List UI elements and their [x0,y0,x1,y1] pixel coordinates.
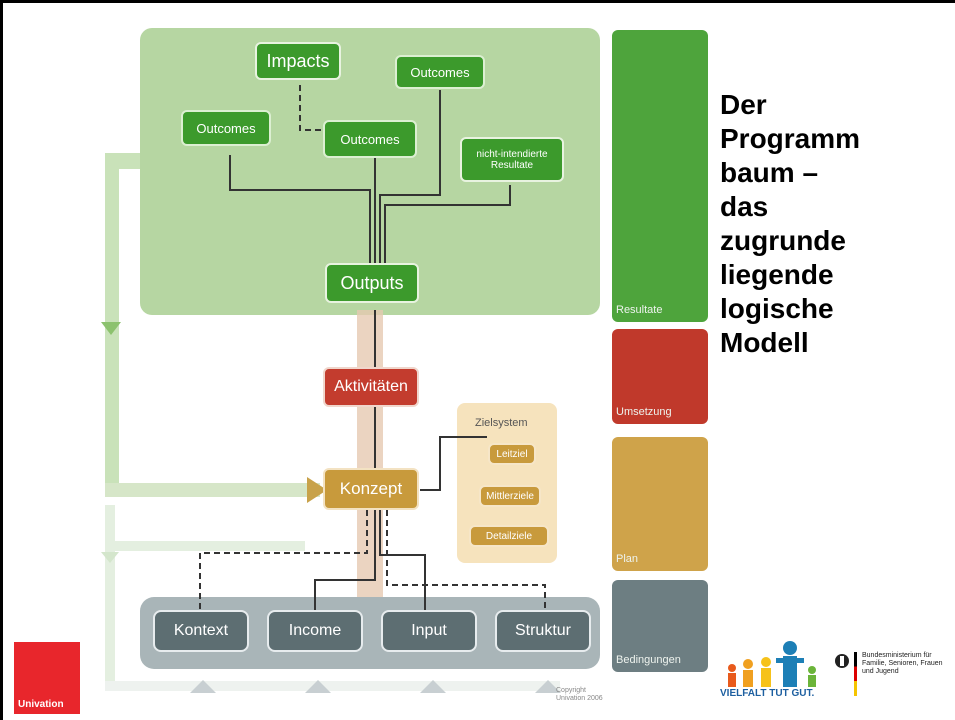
univation-logo: Univation [14,642,80,714]
vielfalt-logo: VIELFALT TUT GUT. [720,640,830,706]
copyright-note: Copyright Univation 2006 [556,687,603,702]
title-line: baum – [720,157,819,188]
side-label-plan: Plan [616,553,639,565]
outcomes-top-node: Outcomes [395,55,485,89]
title-line: zugrunde [720,225,846,256]
program-tree-diagram: Impacts Outcomes Outcomes Outcomes nicht… [95,25,615,715]
ministry-text: Bundesministerium für Familie, Senioren,… [862,652,943,675]
side-label-bedingungen: Bedingungen [616,654,681,666]
aktivitaeten-node: Aktivitäten [323,367,419,407]
zielsystem-item-detailziele: Detailziele [469,525,549,547]
side-bar-resultate: Resultate [612,30,708,322]
slide-title: Der Programm baum – das zugrunde liegend… [720,88,950,360]
side-bar-umsetzung: Umsetzung [612,329,708,424]
univation-logo-text: Univation [18,699,64,710]
federal-eagle-icon [835,654,849,668]
konzept-node: Konzept [323,468,419,510]
vielfalt-text: VIELFALT TUT GUT. [720,688,815,699]
unintended-results-node: nicht-intendierte Resultate [460,137,564,182]
kontext-node: Kontext [153,610,249,652]
title-line: Programm [720,123,861,154]
diagram-background [101,28,600,693]
side-bar-bedingungen: Bedingungen [612,580,708,672]
impacts-node: Impacts [255,42,341,80]
outcomes-mid-node: Outcomes [323,120,417,158]
input-node: Input [381,610,477,652]
title-line: Modell [720,327,809,358]
income-node: Income [267,610,363,652]
outputs-node: Outputs [325,263,419,303]
ministry-logo: Bundesministerium für Familie, Senioren,… [834,652,954,700]
title-line: liegende [720,259,834,290]
side-label-umsetzung: Umsetzung [616,406,672,418]
zielsystem-title: Zielsystem [475,417,528,429]
zielsystem-item-mittlerziele: Mittlerziele [479,485,541,507]
title-line: Der [720,89,767,120]
ministry-flag-stripe [854,652,857,696]
title-line: das [720,191,769,222]
side-label-resultate: Resultate [616,304,663,316]
zielsystem-item-leitziel: Leitziel [488,443,536,465]
title-line: logische [720,293,834,324]
outcomes-left-node: Outcomes [181,110,271,146]
side-bar-plan: Plan [612,437,708,571]
vielfalt-figures-icon [728,641,816,687]
struktur-node: Struktur [495,610,591,652]
